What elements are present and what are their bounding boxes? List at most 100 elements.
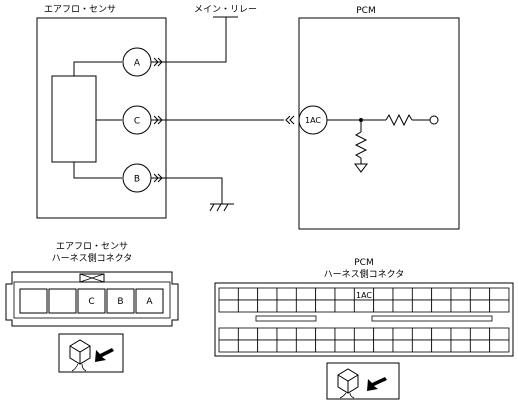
pcm-row1-pin-10	[392, 287, 413, 301]
airflow-cell-label-5: A	[146, 297, 153, 307]
pcm-row3-pin-13	[450, 327, 471, 341]
sensor-pin-c-label: C	[134, 117, 140, 127]
pcm-row2-pin-2	[237, 299, 259, 313]
pcm-row1-pin-3	[257, 287, 278, 301]
pcm-connector-1ac-label: 1AC	[356, 291, 372, 300]
pcm-row1-pin-11	[411, 287, 433, 301]
wire-sensor-b-internal	[73, 162, 122, 179]
airflow-cell-4	[106, 288, 135, 314]
pcm-row4-pin-1	[218, 339, 239, 353]
pcm-row4-pin-5	[295, 339, 317, 353]
pcm-row3-pin-6	[315, 327, 336, 341]
airflow-cell-label-3: C	[88, 297, 94, 307]
pcm-row4-pin-13	[450, 339, 471, 353]
pcm-title: PCM	[356, 6, 375, 16]
pcm-row1-pin-1	[218, 287, 239, 301]
pcm-row2-pin-3	[257, 299, 278, 313]
pcm-row2-pin-10	[392, 299, 413, 313]
airflow-cell-label-4: B	[117, 297, 123, 307]
wire-sensor-a-internal	[73, 61, 122, 76]
pcm-row2-pin-11	[411, 299, 433, 313]
airflow-cell-3	[77, 288, 106, 314]
pcm-row2-pin-15	[489, 299, 510, 313]
pcm-harness-title-1: PCM	[354, 258, 373, 268]
pcm-row3-pin-10	[392, 327, 413, 341]
pcm-row1-pin-6	[315, 287, 336, 301]
airflow-cell-5	[135, 288, 164, 314]
pcm-row4-pin-3	[257, 339, 278, 353]
terminal-icon	[429, 115, 439, 125]
pcm-row2-pin-13	[450, 299, 471, 313]
pcm-row2-pin-8	[353, 299, 375, 313]
pcm-row2-pin-12	[431, 299, 452, 313]
resistor-pullup-icon	[385, 113, 413, 127]
airflow-harness-title-2: ハーネス側コネクタ	[52, 252, 133, 264]
pcm-harness-connector: PCM ハーネス側コネクタ 1AC	[214, 258, 514, 400]
airflow-sensor-element	[51, 75, 97, 163]
chevron-1ac-icon	[285, 115, 295, 125]
pcm-row4-pin-11	[411, 339, 433, 353]
pcm-row2-pin-1	[218, 299, 239, 313]
pcm-row3-pin-4	[276, 327, 297, 341]
airflow-sensor-frame	[36, 17, 167, 219]
pcm-row4-pin-15	[489, 339, 510, 353]
main-relay-label: メイン・リレー	[194, 5, 257, 15]
pcm-row4-pin-6	[315, 339, 336, 353]
pcm-block: PCM 1AC	[285, 6, 460, 230]
pcm-pin-grid	[218, 287, 510, 353]
pcm-row4-pin-2	[237, 339, 259, 353]
pcm-row4-pin-12	[431, 339, 452, 353]
wire-main-relay	[151, 17, 227, 63]
pcm-row1-pin-13	[450, 287, 471, 301]
pcm-row4-pin-8	[353, 339, 375, 353]
sensor-pin-b-label: B	[134, 175, 140, 185]
pcm-row3-pin-15	[489, 327, 510, 341]
airflow-cell-2	[48, 288, 77, 314]
pcm-row1-pin-7	[334, 287, 355, 301]
pcm-row3-pin-5	[295, 327, 317, 341]
pcm-key-slot-left	[255, 315, 317, 322]
airflow-sensor-block: エアフロ・センサ A C B	[36, 4, 167, 219]
pcm-row2-pin-5	[295, 299, 317, 313]
pcm-row2-pin-7	[334, 299, 355, 313]
pcm-row2-pin-4	[276, 299, 297, 313]
pcm-row3-pin-12	[431, 327, 452, 341]
pcm-row1-pin-4	[276, 287, 297, 301]
wire-ground-b	[151, 177, 223, 204]
resistor-pulldown-icon	[354, 131, 368, 159]
pcm-row4-pin-9	[373, 339, 394, 353]
pcm-key-slot-right	[371, 315, 493, 322]
pcm-row1-pin-9	[373, 287, 394, 301]
pcm-row3-pin-1	[218, 327, 239, 341]
pcm-row1-pin-12	[431, 287, 452, 301]
pcm-row1-pin-15	[489, 287, 510, 301]
pcm-row3-pin-11	[411, 327, 433, 341]
airflow-harness-title-1: エアフロ・センサ	[56, 241, 128, 252]
external-wiring: メイン・リレー	[151, 5, 284, 212]
pcm-row2-pin-6	[315, 299, 336, 313]
pcm-row3-pin-2	[237, 327, 259, 341]
pcm-row2-pin-14	[469, 299, 491, 313]
pcm-row3-pin-3	[257, 327, 278, 341]
pcm-row3-pin-14	[469, 327, 491, 341]
airflow-cell-1	[19, 288, 48, 314]
pcm-view-direction-icon	[326, 362, 400, 400]
pcm-row4-pin-7	[334, 339, 355, 353]
pcm-harness-title-2: ハーネス側コネクタ	[324, 268, 405, 280]
pcm-pin-1ac-label: 1AC	[305, 116, 321, 125]
pcm-row4-pin-10	[392, 339, 413, 353]
airflow-sensor-title: エアフロ・センサ	[44, 4, 116, 15]
pcm-row3-pin-9	[373, 327, 394, 341]
pcm-row1-pin-2	[237, 287, 259, 301]
pcm-row4-pin-4	[276, 339, 297, 353]
pcm-row2-pin-9	[373, 299, 394, 313]
pcm-row3-pin-7	[334, 327, 355, 341]
latch-cross-icon	[79, 273, 105, 283]
airflow-view-direction-icon	[58, 333, 124, 373]
pcm-row3-pin-8	[353, 327, 375, 341]
pcm-row1-pin-14	[469, 287, 491, 301]
chassis-ground-icon	[209, 203, 234, 212]
signal-ground-icon	[354, 163, 368, 173]
pcm-row1-pin-5	[295, 287, 317, 301]
